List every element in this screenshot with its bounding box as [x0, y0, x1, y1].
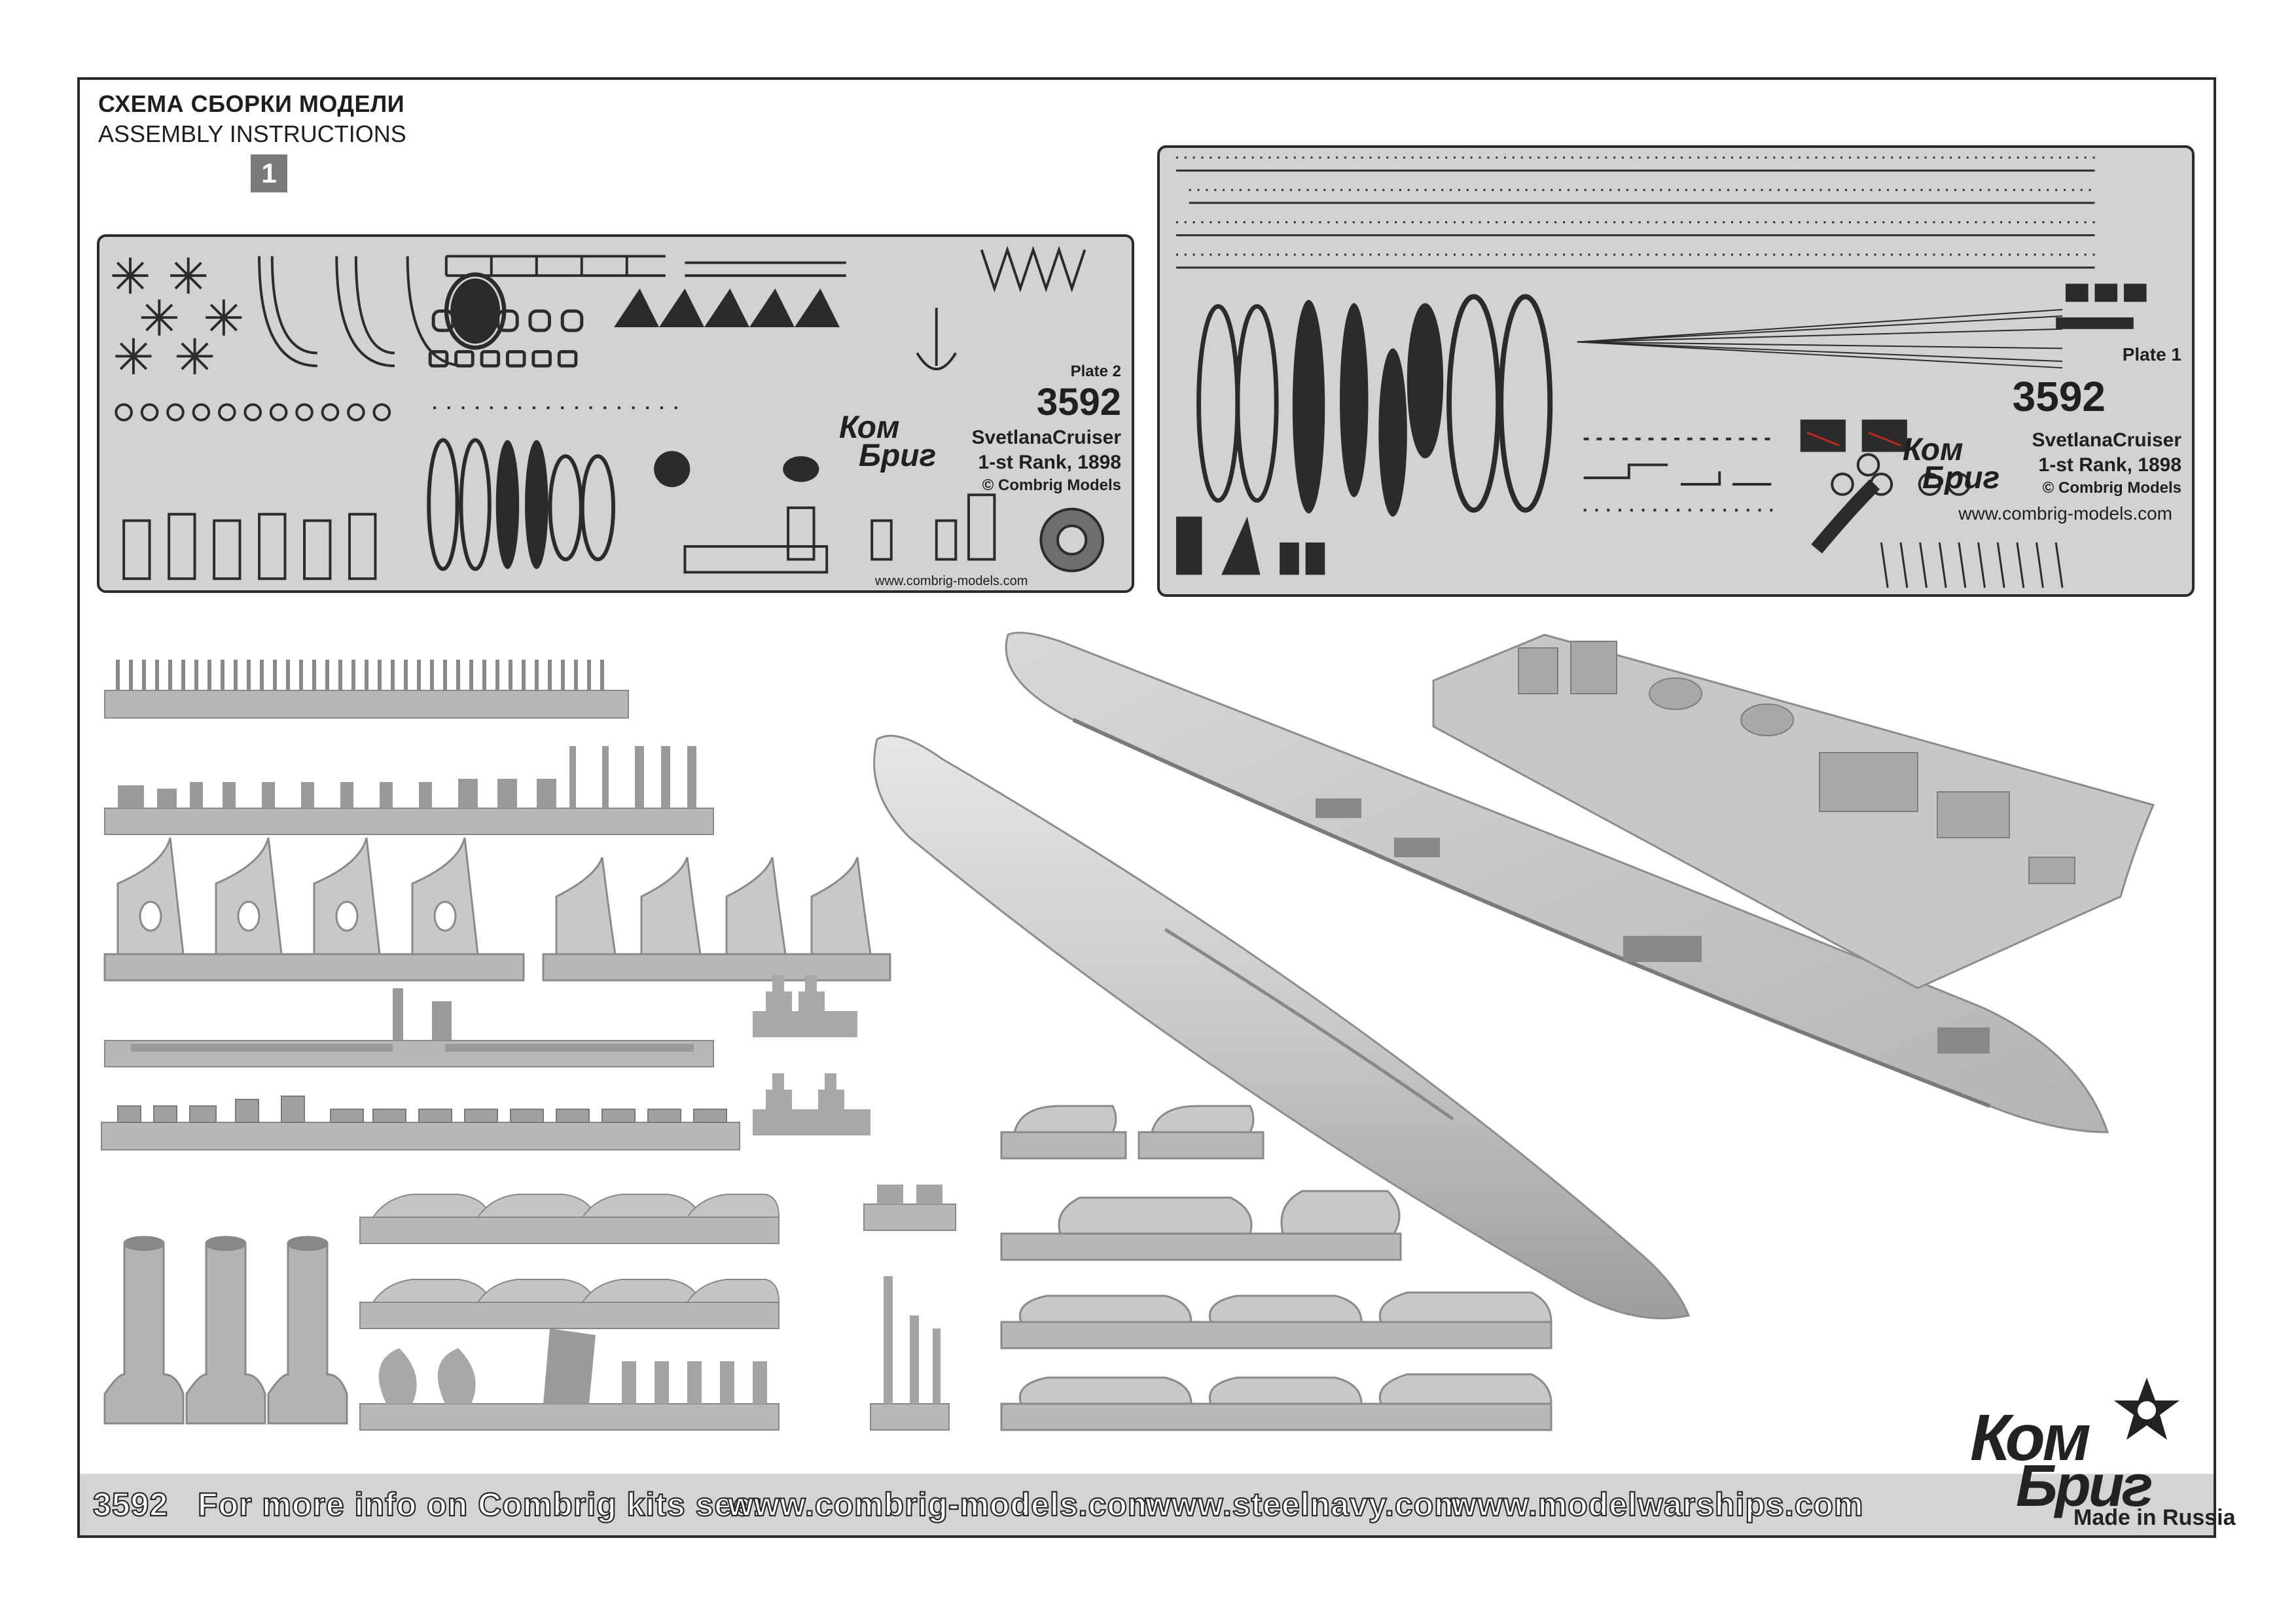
title-russian: СХЕМА СБОРКИ МОДЕЛИ [98, 90, 405, 117]
plate-1-name-line2: 1-st Rank, 1898 [2038, 454, 2181, 476]
made-in-russia: Made in Russia [2073, 1505, 2236, 1530]
star-emblem-icon [2114, 1378, 2179, 1440]
wheel-row [115, 403, 391, 421]
star-part [112, 257, 149, 294]
footer-kit-number: 3592 [92, 1486, 169, 1524]
boat-frames [1800, 419, 1907, 452]
title-english: ASSEMBLY INSTRUCTIONS [98, 120, 406, 147]
plate-1-copyright: © Combrig Models [2042, 479, 2181, 497]
plate-1-logo: Ком Бриг [1903, 433, 2000, 496]
funnels [103, 1236, 348, 1425]
sprue-fittings [104, 746, 714, 835]
star-part [206, 299, 242, 336]
sheet-number-badge: 1 [251, 154, 287, 192]
sprue-davits-right [542, 857, 891, 982]
sprue-boats-small [1000, 1105, 1265, 1160]
footer-info-text: For more info on Combrig kits see: [197, 1486, 764, 1524]
logo-line-1: Ком [1970, 1401, 2091, 1474]
plate-1-logo-line1: Ком [1903, 433, 1964, 467]
footer-link-combrig[interactable]: www.combrig-models.com [727, 1486, 1158, 1524]
boat-hulls [427, 438, 616, 571]
sprue-boats-launches [1000, 1190, 1402, 1261]
plate-1-etch-parts [1175, 156, 2147, 588]
plate-2-etch-parts [112, 245, 1104, 580]
star-part [141, 299, 177, 336]
sprue-boats-large-2 [1000, 1373, 1552, 1431]
boat-hulls [1196, 294, 1553, 517]
sprue-skylights-2 [359, 1279, 780, 1329]
sprue-boats-large-1 [1000, 1291, 1552, 1349]
sprue-capstans [863, 1185, 956, 1231]
plate-2-logo-line2: Бриг [859, 438, 937, 474]
plate-1-website: www.combrig-models.com [1958, 503, 2172, 524]
star-part [170, 257, 207, 294]
plate-1-kit-number: 3592 [2012, 373, 2106, 420]
sprue-davits-left [103, 837, 525, 982]
steering-wheels [1831, 453, 1971, 496]
combrig-logo: Ком Бриг [1970, 1374, 2212, 1538]
plate-2-logo: Ком Бриг [839, 410, 937, 474]
lower-hull [873, 734, 1691, 1319]
plate-1-name-line1: SvetlanaCruiser [2032, 429, 2181, 451]
star-part [115, 338, 152, 374]
resin-parts-illustration [101, 632, 2155, 1431]
plate-2-website: www.combrig-models.com [875, 574, 1028, 588]
sprue-cranes-2 [753, 1073, 870, 1135]
sprue-propellers-vents [359, 1329, 780, 1431]
sprue-cranes-1 [753, 975, 857, 1037]
plate-1-logo-line2: Бриг [1922, 461, 2000, 496]
sprue-poles [104, 660, 629, 719]
photo-etch-plate-2: Ком Бриг Plate 2 3592 SvetlanaCruiser 1-… [97, 234, 1134, 593]
sprue-shafts [104, 988, 714, 1067]
plate-2-logo-line1: Ком [839, 410, 900, 445]
footer-band: 3592 For more info on Combrig kits see: … [80, 1474, 2214, 1535]
footer-link-steelnavy[interactable]: www.steelnavy.com [1145, 1486, 1464, 1524]
plate-2-name-line1: SvetlanaCruiser [971, 427, 1121, 448]
plate-1-label: Plate 1 [2122, 344, 2181, 365]
logo-line-2: Бриг [2016, 1454, 2153, 1519]
photo-etch-plate-1: Ком Бриг Plate 1 3592 SvetlanaCruiser 1-… [1157, 145, 2195, 597]
superstructure-deck [1432, 633, 2155, 990]
sprue-skylights-1 [359, 1194, 780, 1244]
plate-2-name-line2: 1-st Rank, 1898 [978, 452, 1121, 473]
star-part [176, 338, 213, 374]
plate-2-kit-number: 3592 [1036, 381, 1121, 423]
plate-2-label: Plate 2 [1070, 363, 1121, 380]
footer-link-modelwarships[interactable]: www.modelwarships.com [1450, 1486, 1864, 1524]
plate-2-copyright: © Combrig Models [982, 476, 1121, 494]
sprue-masts [870, 1276, 950, 1431]
resin-parts-photo [92, 622, 2206, 1459]
sprue-deck-fittings [101, 1096, 740, 1150]
